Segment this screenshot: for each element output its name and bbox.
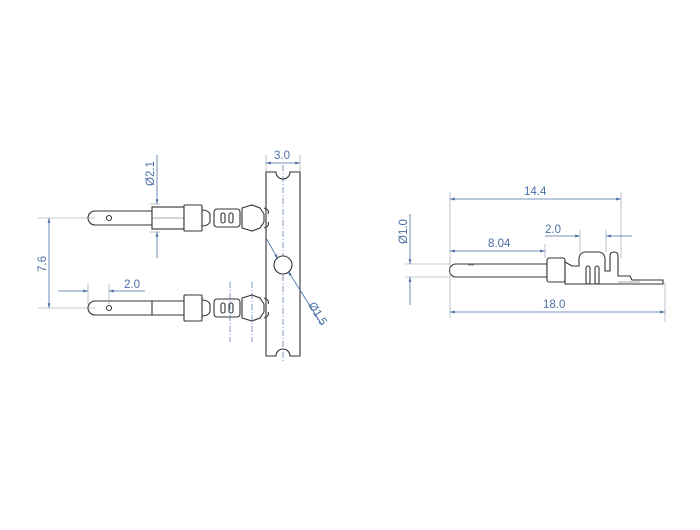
label-pitch: 7.6 bbox=[37, 256, 49, 272]
contact-side-profile bbox=[448, 251, 664, 285]
dimension-crimp-length: 2.0 bbox=[545, 224, 632, 252]
dimension-pin-diameter-right: Ø1.0 bbox=[398, 214, 450, 305]
carrier-strip bbox=[265, 165, 301, 362]
pilot-hole bbox=[273, 255, 293, 275]
label-pin-length: 8.04 bbox=[488, 238, 511, 250]
label-pin-diameter: Ø2.1 bbox=[145, 161, 157, 186]
dimension-contact-length: 14.4 bbox=[449, 186, 622, 318]
dimension-pitch: 7.6 bbox=[37, 217, 95, 309]
label-crimp-length: 2.0 bbox=[545, 224, 561, 236]
left-view-pins-on-carrier: Ø2.1 3.0 7.6 2.0 Ø1.5 bbox=[37, 150, 329, 362]
label-carrier-width: 3.0 bbox=[274, 150, 290, 162]
dimension-pin-diameter-left: Ø2.1 bbox=[145, 155, 160, 258]
dimension-pin-length: 8.04 bbox=[450, 238, 546, 258]
label-pilot-hole: Ø1.5 bbox=[305, 300, 328, 328]
label-total-length: 18.0 bbox=[543, 299, 565, 311]
label-contact-length: 14.4 bbox=[524, 186, 547, 198]
dimension-carrier-width: 3.0 bbox=[265, 150, 301, 172]
label-pin-diameter-right: Ø1.0 bbox=[398, 219, 410, 244]
dimension-total-length: 18.0 bbox=[450, 282, 666, 322]
dimension-tip-hole: 2.0 bbox=[58, 279, 145, 304]
label-tip-hole: 2.0 bbox=[124, 279, 140, 291]
right-view-single-contact: 14.4 8.04 2.0 Ø1.0 18.0 bbox=[398, 186, 666, 322]
pin-bottom bbox=[87, 282, 270, 342]
pin-top bbox=[87, 204, 270, 232]
